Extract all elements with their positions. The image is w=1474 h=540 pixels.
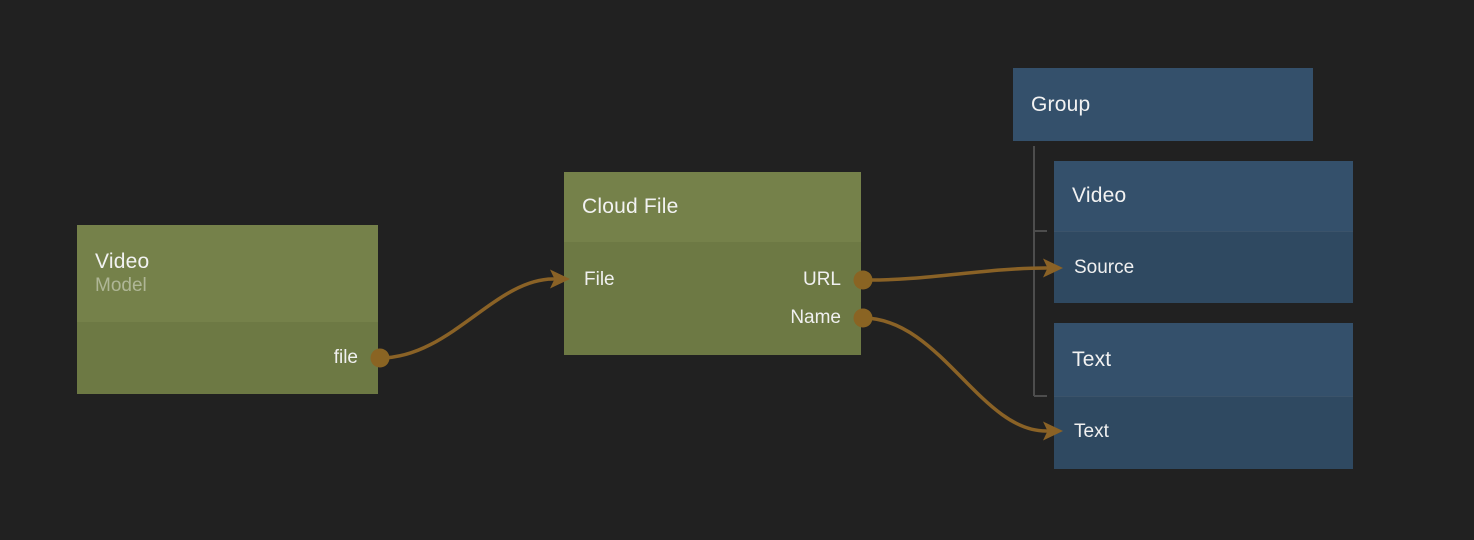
node-header: Text [1054, 323, 1353, 396]
edge-name-to-text[interactable] [861, 316, 1063, 441]
io-row-file-url: File URL [564, 261, 861, 299]
node-title: Text [1072, 347, 1112, 371]
group-tree-line [1033, 146, 1047, 397]
input-port-label: Source [1074, 257, 1135, 278]
node-video-model[interactable]: Video Model file [77, 225, 378, 394]
node-subtitle: Model [95, 275, 147, 297]
port-url-output[interactable] [853, 270, 873, 290]
port-name-output[interactable] [853, 308, 873, 328]
input-row-text: Text [1054, 413, 1353, 451]
node-group[interactable]: Group [1013, 68, 1313, 141]
node-header: Cloud File [564, 172, 861, 242]
node-cloud-file[interactable]: Cloud File File URL Name [564, 172, 861, 355]
node-header: Video Model [77, 225, 378, 322]
node-header: Video [1054, 161, 1353, 231]
port-file-output[interactable] [370, 348, 390, 368]
node-header: Group [1013, 68, 1313, 141]
input-port-label: File [584, 269, 615, 290]
edge-curve [861, 316, 1048, 433]
output-port-label: Name [790, 307, 841, 328]
node-title: Video [95, 250, 150, 274]
edge-url-to-source[interactable] [861, 258, 1063, 282]
node-group-child-text[interactable]: Text Text [1054, 323, 1353, 469]
edge-curve [378, 277, 555, 360]
output-row-name: Name [564, 299, 861, 337]
edge-file-to-cloudfile[interactable] [378, 269, 570, 360]
input-row-source: Source [1054, 249, 1353, 287]
edge-curve [861, 266, 1048, 282]
input-port-label: Text [1074, 421, 1109, 442]
node-body: file [77, 322, 378, 394]
node-title: Group [1031, 92, 1091, 116]
node-title: Video [1072, 184, 1127, 208]
output-row-file: file [77, 339, 378, 377]
output-port-label: file [333, 347, 358, 368]
output-port-label: URL [802, 269, 841, 290]
node-body: Text [1054, 396, 1353, 469]
node-group-child-video[interactable]: Video Source [1054, 161, 1353, 303]
node-body: Source [1054, 231, 1353, 303]
node-title: Cloud File [582, 195, 679, 219]
node-body: File URL Name [564, 242, 861, 355]
